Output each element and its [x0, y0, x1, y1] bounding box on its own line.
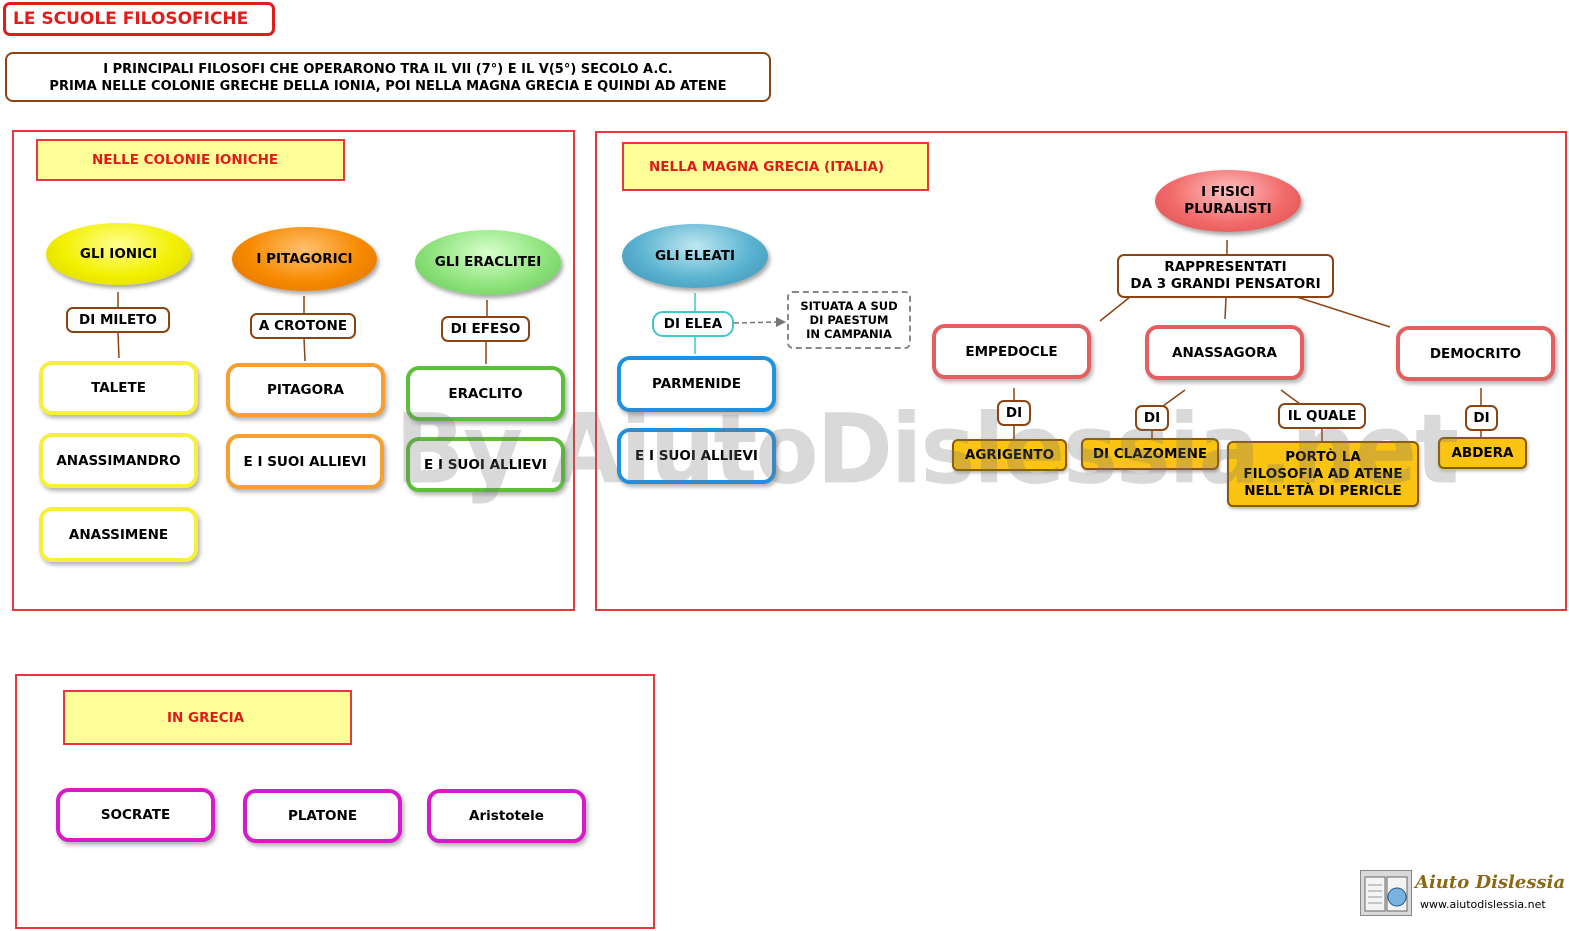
note-paestum-line-3: IN CAMPANIA: [806, 327, 892, 341]
panel-colonie-ioniche: [12, 130, 575, 611]
node-eraclito: ERACLITO: [406, 366, 565, 421]
panel-magna-grecia: [595, 131, 1567, 611]
fisici-label-line-2: PLURALISTI: [1184, 201, 1272, 217]
node-parmenide: PARMENIDE: [617, 356, 776, 412]
link-di-elea: DI ELEA: [652, 311, 734, 337]
node-pericle-note: PORTÒ LA FILOSOFIA AD ATENE NELL'ETÀ DI …: [1227, 441, 1419, 507]
node-agrigento: AGRIGENTO: [952, 439, 1067, 471]
node-socrate: SOCRATE: [56, 788, 215, 842]
node-platone: PLATONE: [243, 789, 402, 843]
link-di-empedocle: DI: [997, 400, 1031, 426]
intro-line-1: I PRINCIPALI FILOSOFI CHE OPERARONO TRA …: [103, 62, 673, 77]
node-pitagora: PITAGORA: [226, 363, 385, 417]
node-empedocle: EMPEDOCLE: [932, 324, 1091, 379]
node-pitagorici-allievi: E I SUOI ALLIEVI: [226, 434, 384, 489]
pericle-line-2: FILOSOFIA AD ATENE: [1243, 465, 1403, 482]
note-paestum: SITUATA A SUD DI PAESTUM IN CAMPANIA: [787, 291, 911, 349]
node-anassimandro: ANASSIMANDRO: [39, 433, 198, 488]
intro-line-2: PRIMA NELLE COLONIE GRECHE DELLA IONIA, …: [49, 79, 727, 94]
node-democrito: DEMOCRITO: [1396, 326, 1555, 381]
intro-box: I PRINCIPALI FILOSOFI CHE OPERARONO TRA …: [5, 52, 771, 102]
logo-name: Aiuto Dislessia: [1415, 872, 1566, 893]
link-di-mileto: DI MILETO: [66, 307, 170, 333]
node-clazomene: DI CLAZOMENE: [1081, 438, 1219, 470]
node-gli-eleati: GLI ELEATI: [622, 224, 768, 288]
link-di-democrito: DI: [1465, 405, 1498, 431]
node-talete: TALETE: [39, 361, 198, 415]
page-title: LE SCUOLE FILOSOFICHE: [3, 2, 275, 36]
header-colonie-ioniche: NELLE COLONIE IONICHE: [36, 139, 345, 181]
rappresentati-line-1: RAPPRESENTATI: [1164, 259, 1287, 275]
watermark: By AiutoDislessia.net: [395, 393, 1459, 506]
header-magna-grecia: NELLA MAGNA GRECIA (ITALIA): [622, 142, 929, 191]
node-anassagora: ANASSAGORA: [1145, 325, 1304, 380]
link-il-quale: IL QUALE: [1278, 403, 1366, 429]
node-gli-eraclitei: GLI ERACLITEI: [415, 230, 561, 295]
node-i-pitagorici: I PITAGORICI: [232, 227, 377, 291]
note-paestum-line-2: DI PAESTUM: [809, 313, 889, 327]
node-anassimene: ANASSIMENE: [39, 507, 198, 562]
panel-grecia: [15, 674, 655, 929]
node-fisici-pluralisti: I FISICI PLURALISTI: [1155, 170, 1301, 232]
link-rappresentati: RAPPRESENTATI DA 3 GRANDI PENSATORI: [1117, 254, 1334, 298]
link-di-anassagora: DI: [1135, 405, 1169, 431]
pericle-line-3: NELL'ETÀ DI PERICLE: [1244, 482, 1402, 499]
book-logo-icon: [1360, 870, 1412, 916]
rappresentati-line-2: DA 3 GRANDI PENSATORI: [1130, 276, 1321, 292]
header-grecia: IN GRECIA: [63, 690, 352, 745]
node-eraclitei-allievi: E I SUOI ALLIEVI: [406, 437, 565, 492]
node-eleati-allievi: E I SUOI ALLIEVI: [617, 428, 776, 484]
fisici-label-line-1: I FISICI: [1201, 184, 1255, 200]
link-di-efeso: DI EFESO: [441, 316, 530, 342]
node-abdera: ABDERA: [1438, 437, 1527, 469]
pericle-line-1: PORTÒ LA: [1285, 448, 1361, 465]
node-gli-ionici: GLI IONICI: [46, 223, 191, 285]
note-paestum-line-1: SITUATA A SUD: [800, 299, 898, 313]
logo-url[interactable]: www.aiutodislessia.net: [1420, 898, 1546, 911]
link-a-crotone: A CROTONE: [250, 313, 356, 339]
node-aristotele: Aristotele: [427, 789, 586, 843]
